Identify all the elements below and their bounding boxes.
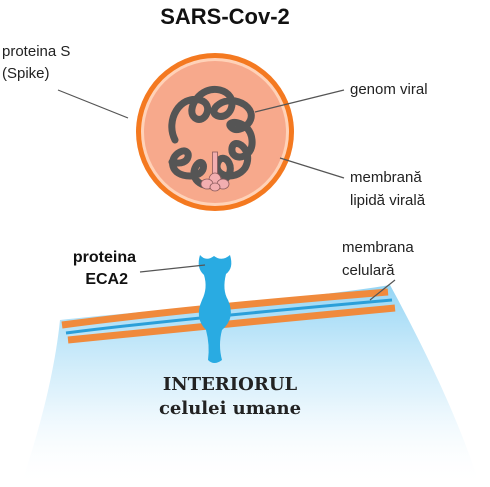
eca2-label-line1: proteina <box>73 249 136 266</box>
genome-leader <box>254 89 345 113</box>
eca2-label-line2: ECA2 <box>85 271 128 288</box>
interior-label-line1: INTERIORUL <box>163 374 298 395</box>
lipid-label-line2: lipidă virală <box>350 192 426 209</box>
virus-particle <box>136 53 294 211</box>
spike-label-line1: proteina S <box>2 43 70 60</box>
spike-label-line2: (Spike) <box>2 65 50 82</box>
eca2-leader <box>139 264 206 273</box>
interior-label-line2: celulei umane <box>159 398 301 419</box>
title: SARS-Cov-2 <box>160 4 290 29</box>
genome-label: genom viral <box>350 81 428 98</box>
spike-leader <box>57 89 129 119</box>
leader-lines <box>57 89 396 301</box>
viral-genome <box>168 85 256 190</box>
eca2-receptor <box>198 255 232 363</box>
lipid-leader <box>279 157 345 179</box>
cellmem-leader <box>369 279 396 301</box>
cellmem-label-line1: membrana <box>342 239 414 256</box>
lipid-label-line1: membrană <box>350 169 422 186</box>
cellmem-label-line2: celulară <box>342 262 395 279</box>
